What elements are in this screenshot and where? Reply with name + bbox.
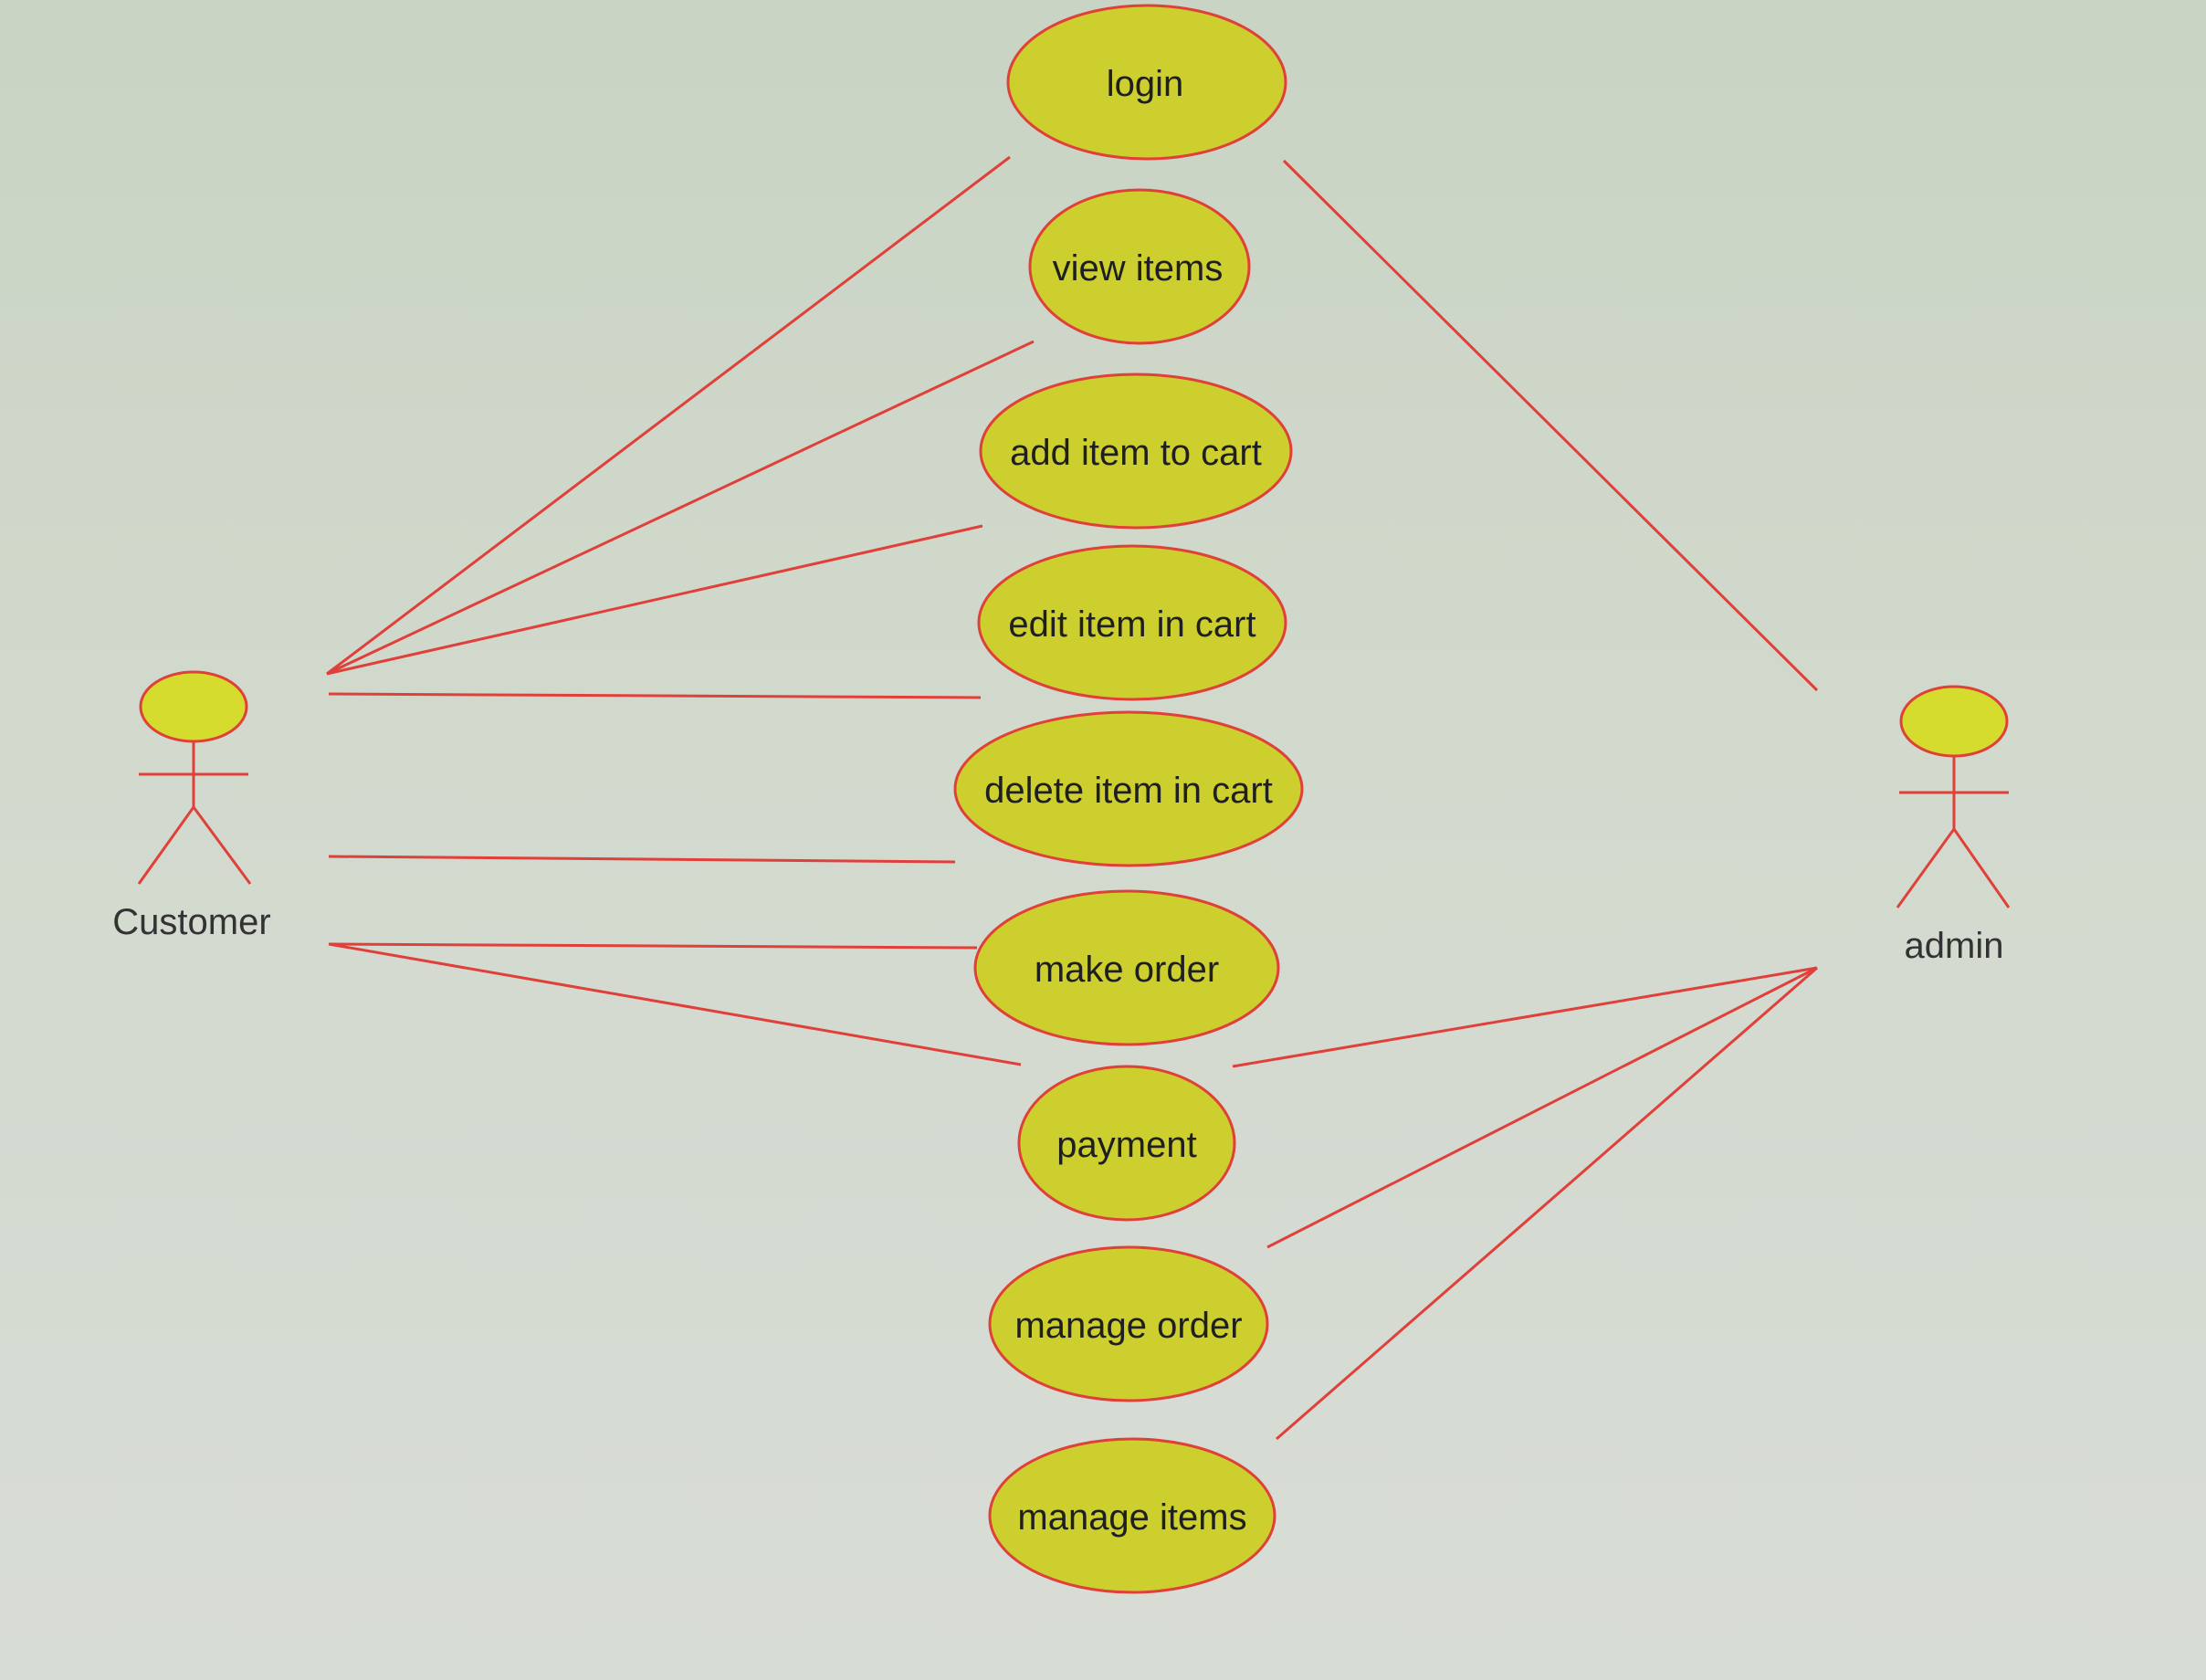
association-customer-add-item-to-cart	[326, 524, 983, 676]
actor-left-leg	[137, 806, 195, 885]
usecase-label: make order	[1035, 950, 1219, 990]
usecase-label: delete item in cart	[984, 771, 1273, 811]
usecase-delete-item-in-cart[interactable]: delete item in cart	[953, 710, 1304, 867]
association-customer-payment	[328, 942, 1022, 1066]
usecase-ellipse	[988, 1437, 1276, 1594]
actor-head	[139, 670, 248, 743]
usecase-ellipse	[1006, 4, 1287, 161]
association-customer-view-items	[326, 340, 1035, 676]
association-admin-manage-items	[1276, 966, 1818, 1441]
usecase-payment[interactable]: payment	[1017, 1065, 1236, 1222]
association-admin-login	[1282, 159, 1819, 692]
actor-head	[1899, 685, 2009, 758]
actor-label-customer: Customer	[112, 902, 270, 942]
usecase-login[interactable]: login	[1006, 4, 1287, 161]
usecase-label: manage items	[1017, 1497, 1246, 1538]
usecase-ellipse	[979, 373, 1293, 530]
usecase-ellipse	[953, 710, 1304, 867]
usecase-ellipse	[1017, 1065, 1236, 1222]
usecase-label: edit item in cart	[1008, 604, 1255, 645]
usecase-ellipse	[977, 544, 1287, 701]
usecase-add-item-to-cart[interactable]: add item to cart	[979, 373, 1293, 530]
usecase-label: login	[1107, 64, 1184, 104]
actor-right-leg	[192, 806, 252, 885]
association-customer-delete-item-in-cart	[328, 855, 956, 864]
usecase-ellipse	[1028, 188, 1251, 345]
association-customer-edit-item-in-cart	[328, 692, 982, 699]
actor-label-admin: admin	[1905, 926, 2004, 966]
association-customer-login	[326, 155, 1011, 676]
association-admin-payment	[1232, 966, 1818, 1068]
actor-right-leg	[1952, 828, 2011, 908]
usecase-make-order[interactable]: make order	[973, 889, 1280, 1046]
actor-customer[interactable]: Customer	[112, 670, 271, 942]
actor-admin[interactable]: admin	[1896, 685, 2011, 966]
usecase-label: view items	[1053, 248, 1224, 289]
usecase-label: manage order	[1014, 1306, 1242, 1346]
actor-left-leg	[1896, 828, 1956, 908]
usecase-ellipse	[988, 1245, 1269, 1402]
admin-associations	[1232, 159, 1819, 1441]
usecase-ellipse	[973, 889, 1280, 1046]
usecase-view-items[interactable]: view items	[1028, 188, 1251, 345]
usecase-manage-order[interactable]: manage order	[988, 1245, 1269, 1402]
usecase-manage-items[interactable]: manage items	[988, 1437, 1276, 1594]
association-admin-manage-order	[1266, 966, 1818, 1249]
association-customer-make-order	[328, 942, 978, 950]
usecase-label: payment	[1056, 1125, 1196, 1165]
usecase-label: add item to cart	[1010, 433, 1262, 473]
customer-associations	[326, 155, 1035, 1066]
usecase-edit-item-in-cart[interactable]: edit item in cart	[977, 544, 1287, 701]
